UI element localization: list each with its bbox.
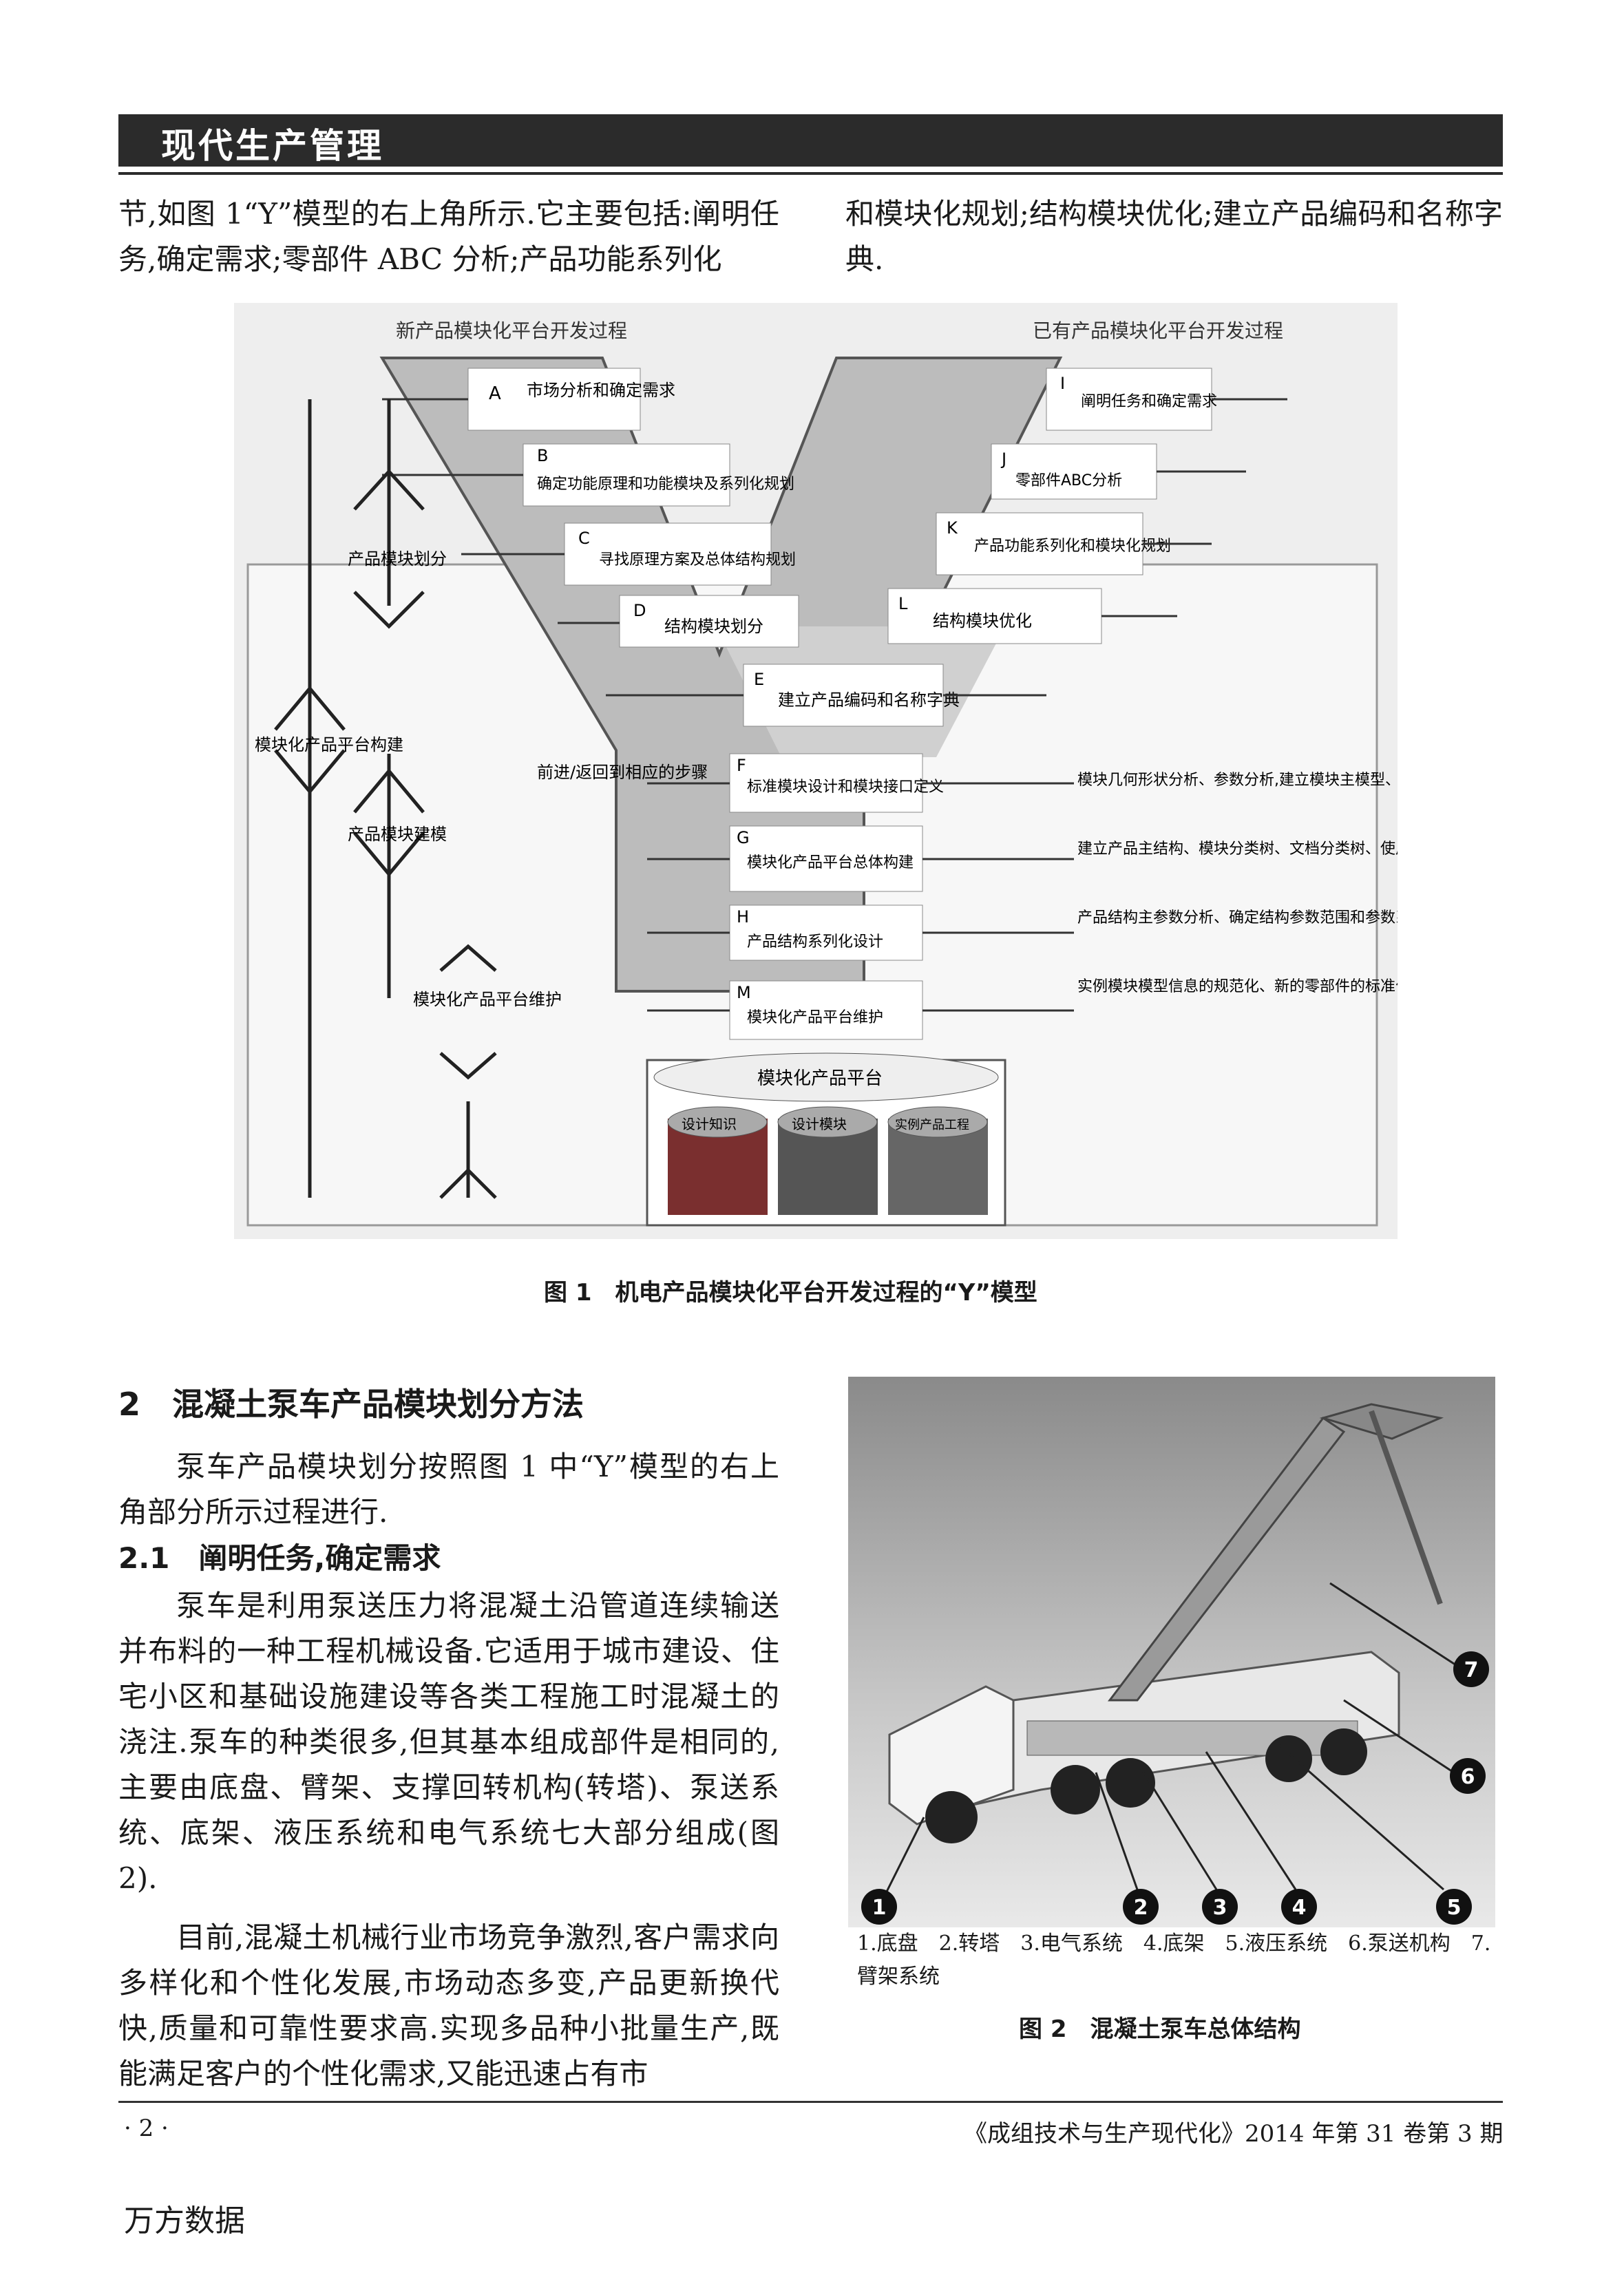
callout-1: 1 (872, 1896, 887, 1920)
svg-text:标准模块设计和模块接口定义: 标准模块设计和模块接口定义 (747, 779, 944, 796)
svg-text:模块化产品平台: 模块化产品平台 (757, 1068, 883, 1089)
figure-2-pump-truck: 1 2 3 4 5 6 7 (848, 1377, 1495, 1927)
stage-b: B 确定功能原理和功能模块及系列化规划 (523, 443, 794, 507)
svg-text:模块化产品平台总体构建: 模块化产品平台总体构建 (747, 854, 914, 871)
section-2-para-2: 目前,混凝土机械行业市场竞争激烈,客户需求向多样化和个性化发展,市场动态多变,产… (118, 1920, 779, 2091)
svg-text:结构模块优化: 结构模块优化 (933, 611, 1032, 631)
header-rule (118, 172, 1503, 175)
figure-2-legend: 1.底盘 2.转塔 3.电气系统 4.底架 5.液压系统 6.泵送机构 7.臂架… (857, 1932, 1491, 1989)
page-number: · 2 · (124, 2115, 169, 2142)
svg-text:确定功能原理和功能模块及系列化规划: 确定功能原理和功能模块及系列化规划 (537, 476, 794, 493)
svg-text:零部件ABC分析: 零部件ABC分析 (1015, 472, 1122, 489)
svg-text:寻找原理方案及总体结构规划: 寻找原理方案及总体结构规划 (599, 551, 796, 569)
figure-1-y-model: 新产品模块化平台开发过程 已有产品模块化平台开发过程 A 市场分析和确定需求 B… (234, 303, 1398, 1239)
svg-text:K: K (947, 518, 958, 538)
note-2: 建立产品主结构、模块分类树、文档分类树、使用说明 (1077, 840, 1398, 858)
stage-h: H 产品结构系列化设计 (729, 904, 923, 961)
svg-text:结构模块划分: 结构模块划分 (664, 617, 763, 636)
svg-text:H: H (737, 907, 749, 927)
figure-1-caption: 图 1 机电产品模块化平台开发过程的“Y”模型 (544, 1279, 1037, 1306)
footer-rule (118, 2101, 1503, 2103)
svg-text:A: A (489, 383, 501, 404)
stage-c: C 寻找原理方案及总体结构规划 (564, 522, 796, 586)
label-module-modeling: 产品模块建模 (348, 825, 447, 844)
svg-text:设计模块: 设计模块 (792, 1116, 847, 1132)
svg-text:市场分析和确定需求: 市场分析和确定需求 (527, 381, 675, 400)
top-text-left: 节,如图 1“Y”模型的右上角所示.它主要包括:阐明任务,确定需求;零部件 AB… (118, 197, 779, 276)
stage-l: L 结构模块优化 (887, 588, 1102, 644)
stage-g: G 模块化产品平台总体构建 (729, 825, 923, 892)
callout-7: 7 (1464, 1658, 1479, 1682)
svg-text:G: G (737, 828, 750, 847)
callout-6: 6 (1461, 1765, 1475, 1789)
svg-text:E: E (754, 670, 764, 689)
subsection-2-1-heading: 2.1 阐明任务,确定需求 (118, 1541, 441, 1575)
section-title: 现代生产管理 (161, 126, 384, 166)
left-title: 新产品模块化平台开发过程 (396, 319, 627, 342)
stage-i: I 阐明任务和确定需求 (1046, 368, 1217, 431)
note-3: 产品结构主参数分析、确定结构参数范围和参数系列;建立产品结构模块系列 (1077, 909, 1398, 927)
stage-e: E 建立产品编码和名称字典 (743, 664, 960, 727)
stage-m: M 模块化产品平台维护 (729, 980, 923, 1040)
watermark: 万方数据 (124, 2203, 245, 2239)
note-1: 模块几何形状分析、参数分析,建立模块主模型、各种主文档 (1077, 772, 1398, 789)
svg-text:阐明任务和确定需求: 阐明任务和确定需求 (1081, 393, 1217, 410)
stage-a: A 市场分析和确定需求 (467, 368, 675, 431)
pump-truck-illustration (888, 1403, 1444, 1843)
svg-text:产品结构系列化设计: 产品结构系列化设计 (747, 933, 883, 951)
svg-text:C: C (578, 529, 590, 548)
stage-k: K 产品功能系列化和模块化规划 (936, 512, 1171, 575)
svg-text:F: F (737, 756, 746, 775)
svg-text:J: J (1000, 449, 1006, 469)
label-module-division: 产品模块划分 (348, 549, 447, 569)
running-header: 现代生产管理 (118, 114, 1503, 167)
label-platform-build: 模块化产品平台构建 (255, 735, 403, 754)
callout-2: 2 (1134, 1896, 1148, 1920)
svg-text:L: L (898, 594, 908, 613)
journal-citation: 《成组技术与生产现代化》2014 年第 31 卷第 3 期 (964, 2120, 1504, 2148)
svg-text:产品功能系列化和模块化规划: 产品功能系列化和模块化规划 (974, 538, 1171, 555)
stage-j: J 零部件ABC分析 (991, 443, 1157, 500)
svg-text:D: D (633, 601, 646, 620)
svg-text:设计知识: 设计知识 (682, 1116, 737, 1132)
svg-text:建立产品编码和名称字典: 建立产品编码和名称字典 (778, 690, 960, 710)
section-2-para-1: 泵车是利用泵送压力将混凝土沿管道连续输送并布料的一种工程机械设备.它适用于城市建… (118, 1589, 779, 1895)
top-text-right: 和模块化规划;结构模块优化;建立产品编码和名称字典. (845, 197, 1503, 276)
svg-text:模块化产品平台维护: 模块化产品平台维护 (747, 1009, 883, 1026)
label-platform-maintenance: 模块化产品平台维护 (413, 990, 562, 1009)
note-4: 实例模块模型信息的规范化、新的零部件的标准化和模块化产品编码体系的完善、零部件名… (1077, 978, 1398, 995)
callout-3: 3 (1213, 1896, 1227, 1920)
right-title: 已有产品模块化平台开发过程 (1033, 319, 1283, 342)
figure-2-caption: 图 2 混凝土泵车总体结构 (1019, 2015, 1301, 2043)
left-flow-lines (274, 399, 497, 1199)
platform-database: 模块化产品平台 设计知识 设计模块 实例产品工程 (646, 1052, 1006, 1227)
svg-text:实例产品工程: 实例产品工程 (895, 1118, 969, 1132)
svg-text:B: B (537, 446, 548, 465)
section-2-intro: 泵车产品模块划分按照图 1 中“Y”模型的右上角部分所示过程进行. (118, 1450, 779, 1529)
svg-text:I: I (1060, 374, 1065, 393)
callout-4: 4 (1292, 1896, 1307, 1920)
svg-text:M: M (737, 983, 751, 1002)
stage-f: F 标准模块设计和模块接口定义 (729, 753, 944, 813)
stage-d: D 结构模块划分 (619, 595, 799, 648)
label-back-steps: 前进/返回到相应的步骤 (537, 763, 708, 782)
callout-5: 5 (1447, 1896, 1462, 1920)
section-2-heading: 2 混凝土泵车产品模块划分方法 (118, 1386, 584, 1423)
